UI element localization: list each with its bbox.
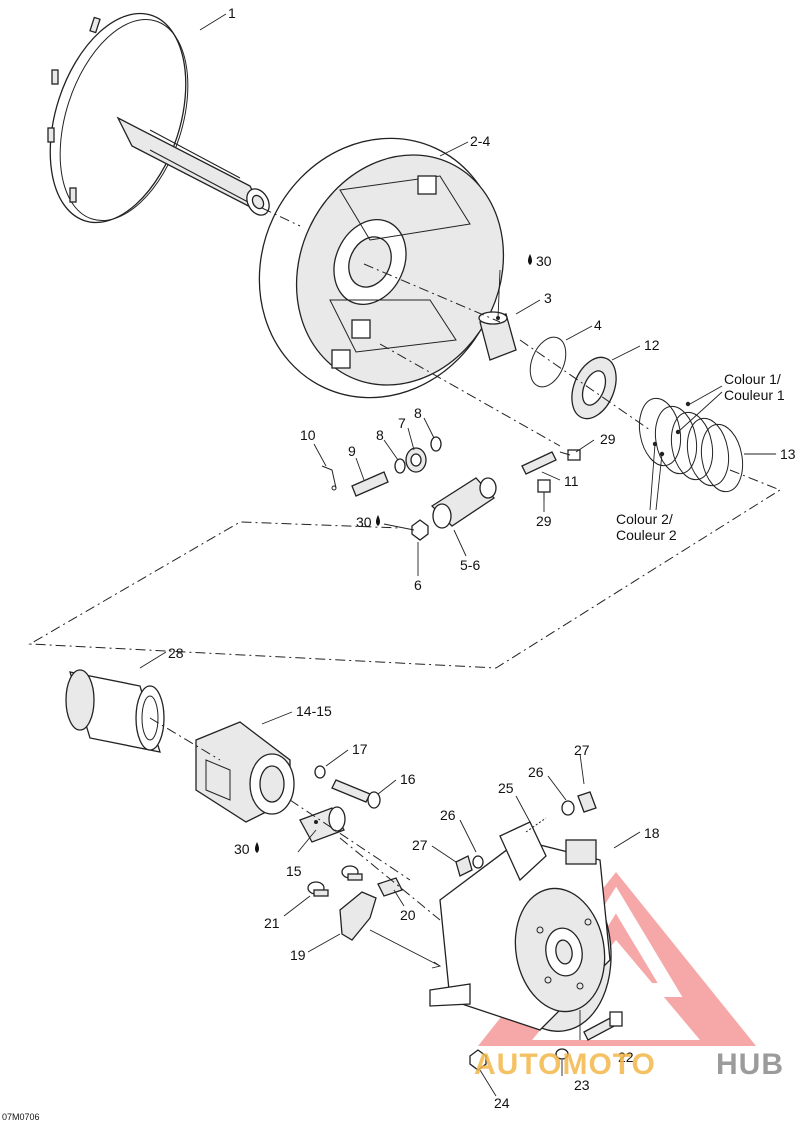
label-14-15: 14-15	[296, 703, 332, 719]
part-23-washer	[555, 1048, 569, 1060]
label-couleur-1: Couleur 1	[724, 387, 785, 403]
label-27-b: 27	[412, 837, 428, 853]
label-4: 4	[594, 317, 602, 333]
part-5-6-roller-assembly	[430, 477, 497, 529]
part-16-bolt	[331, 779, 381, 809]
part-29-screw-a	[559, 449, 581, 461]
part-13-spring	[638, 397, 744, 493]
label-5-6: 5-6	[460, 557, 480, 573]
label-11: 11	[564, 473, 579, 489]
label-30-low: 30	[234, 841, 250, 857]
oil-drop-icon-mid	[376, 515, 380, 526]
part-12-washer	[571, 356, 617, 420]
label-colour-2: Colour 2/	[616, 511, 673, 527]
label-18: 18	[644, 825, 660, 841]
oil-drop-icon-top	[528, 254, 532, 265]
part-24-nut	[469, 1049, 487, 1071]
label-30-mid: 30	[356, 514, 372, 530]
part-20-pin	[377, 877, 403, 897]
part-27-plug-b	[455, 855, 473, 877]
label-colour-1: Colour 1/	[724, 371, 781, 387]
oil-drop-icon-low	[255, 842, 259, 853]
label-23: 23	[574, 1077, 590, 1093]
part-8-washer-a	[394, 458, 406, 474]
part-25-spring	[525, 817, 547, 833]
label-26-a: 26	[528, 764, 544, 780]
label-15: 15	[286, 863, 302, 879]
label-10: 10	[300, 427, 316, 443]
label-26-b: 26	[440, 807, 456, 823]
label-29-a: 29	[600, 431, 616, 447]
watermark-text: AUTOMOTO HUB	[474, 1048, 784, 1081]
watermark-automoto: AUTOMOTO	[474, 1048, 656, 1081]
label-8-b: 8	[376, 427, 384, 443]
label-1: 1	[228, 5, 236, 21]
part-14-15-cam	[195, 721, 295, 823]
label-17: 17	[352, 741, 368, 757]
assembly-lines	[28, 207, 782, 969]
label-25: 25	[498, 780, 514, 796]
label-30-top: 30	[536, 253, 552, 269]
part-21-bolt	[307, 881, 329, 897]
part-15-bushing	[299, 806, 346, 843]
part-22-bolt	[583, 1011, 623, 1041]
label-28: 28	[168, 645, 184, 661]
part-19-weight	[339, 891, 377, 941]
part-27-plug-a	[577, 791, 597, 813]
part-8-washer-b	[430, 436, 442, 452]
label-22: 22	[618, 1049, 634, 1065]
diagram-code: 07M0706	[2, 1112, 40, 1122]
callout-labels: 1 2-4 30 3 4 12 Colour 1/ Couleur 1 13 1…	[168, 5, 796, 1111]
part-29-screw-b	[537, 479, 551, 500]
part-17-washer	[314, 765, 326, 779]
part-4-circlip	[529, 336, 567, 388]
label-13: 13	[780, 446, 796, 462]
part-18-governor-cup	[429, 821, 612, 1032]
label-21: 21	[264, 915, 280, 931]
label-6: 6	[414, 577, 422, 593]
label-couleur-2: Couleur 2	[616, 527, 677, 543]
part-28-sleeve	[65, 669, 165, 753]
part-21-bolt-b	[341, 865, 363, 881]
part-10-pin-clip	[321, 465, 337, 491]
label-27-a: 27	[574, 742, 590, 758]
label-8-a: 8	[414, 405, 422, 421]
label-24: 24	[494, 1095, 510, 1111]
part-26-washer-b	[472, 855, 484, 869]
label-7: 7	[398, 415, 406, 431]
part-7-roller	[405, 447, 427, 473]
watermark-hub: HUB	[716, 1048, 784, 1081]
label-2-4: 2-4	[470, 133, 490, 149]
part-11-pin	[521, 451, 557, 475]
label-29-b: 29	[536, 513, 552, 529]
label-20: 20	[400, 907, 416, 923]
part-6-nut	[411, 519, 429, 541]
part-26-washer-a	[561, 800, 575, 816]
part-2-4-movable-sheave	[258, 137, 505, 399]
part-1-fixed-sheave	[47, 12, 270, 224]
part-9-pin	[351, 471, 389, 497]
label-16: 16	[400, 771, 416, 787]
label-3: 3	[544, 290, 552, 306]
leader-lines	[139, 13, 776, 1097]
label-12: 12	[644, 337, 660, 353]
label-9: 9	[348, 443, 356, 459]
part-3-bushing	[478, 311, 517, 361]
label-19: 19	[290, 947, 306, 963]
